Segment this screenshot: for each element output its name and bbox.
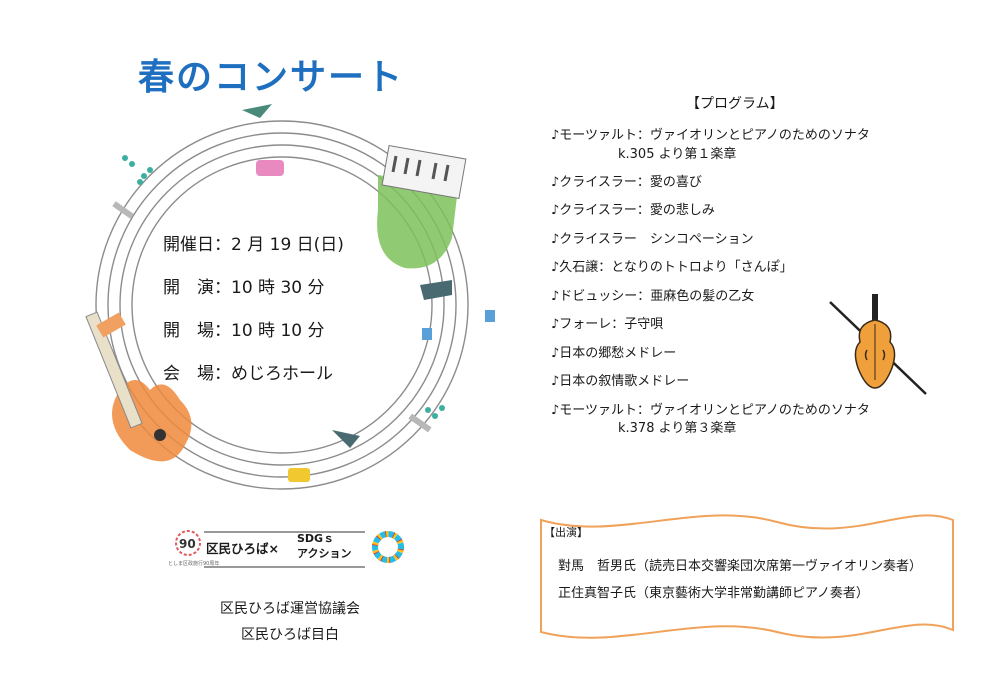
performer-ribbon (540, 514, 954, 639)
start-time: 開 演：10 時 30 分 (163, 278, 325, 298)
organizer-line-1: 区民ひろば運営協議会 (220, 601, 360, 617)
svg-text:90: 90 (179, 537, 196, 551)
ward-90th-logo: 90 (175, 530, 201, 556)
sdgs-wheel-icon (372, 531, 404, 563)
program-item: ♪フォーレ：子守唄 (551, 317, 664, 332)
staff-circle-illustration (85, 104, 495, 490)
logo-strip: 90 (175, 530, 404, 568)
performer-1: 對馬 哲男氏（読売日本交響楽団次席第一ヴァイオリン奏者） (558, 559, 923, 574)
program-item: ♪日本の郷愁メドレー (551, 345, 677, 361)
performers-heading: 【出演】 (544, 526, 588, 539)
program-item: ♪久石譲：となりのトトロより「さんぽ」 (551, 260, 793, 275)
plaza-logo-text: 区民ひろば× (206, 541, 279, 556)
program-item: ♪クライスラー シンコペーション (551, 231, 754, 247)
guitar-icon (85, 311, 192, 462)
program-item: ♪ドビュッシー：亜麻色の髪の乙女 (551, 288, 755, 304)
doors-open-time: 開 場：10 時 10 分 (163, 321, 325, 341)
program-item: ♪クライスラー：愛の悲しみ (551, 203, 715, 218)
concert-title: 春のコンサート (138, 57, 405, 98)
venue: 会 場：めじろホール (163, 364, 333, 384)
piano-icon (377, 144, 467, 269)
program-item: ♪日本の叙情歌メドレー (551, 374, 690, 389)
logo-caption: としま区政施行90周年 (168, 561, 220, 567)
event-date: 開催日：2 月 19 日(日) (163, 235, 344, 255)
violin-icon (829, 294, 927, 395)
organizer-line-2: 区民ひろば目白 (241, 627, 339, 643)
sdgs-action-text: SDGｓ アクション (297, 532, 352, 560)
program-item: ♪クライスラー：愛の喜び (551, 174, 702, 190)
performer-2: 正住真智子氏（東京藝術大学非常勤講師ピアノ奏者） (558, 586, 869, 601)
program-heading: 【プログラム】 (686, 96, 784, 112)
